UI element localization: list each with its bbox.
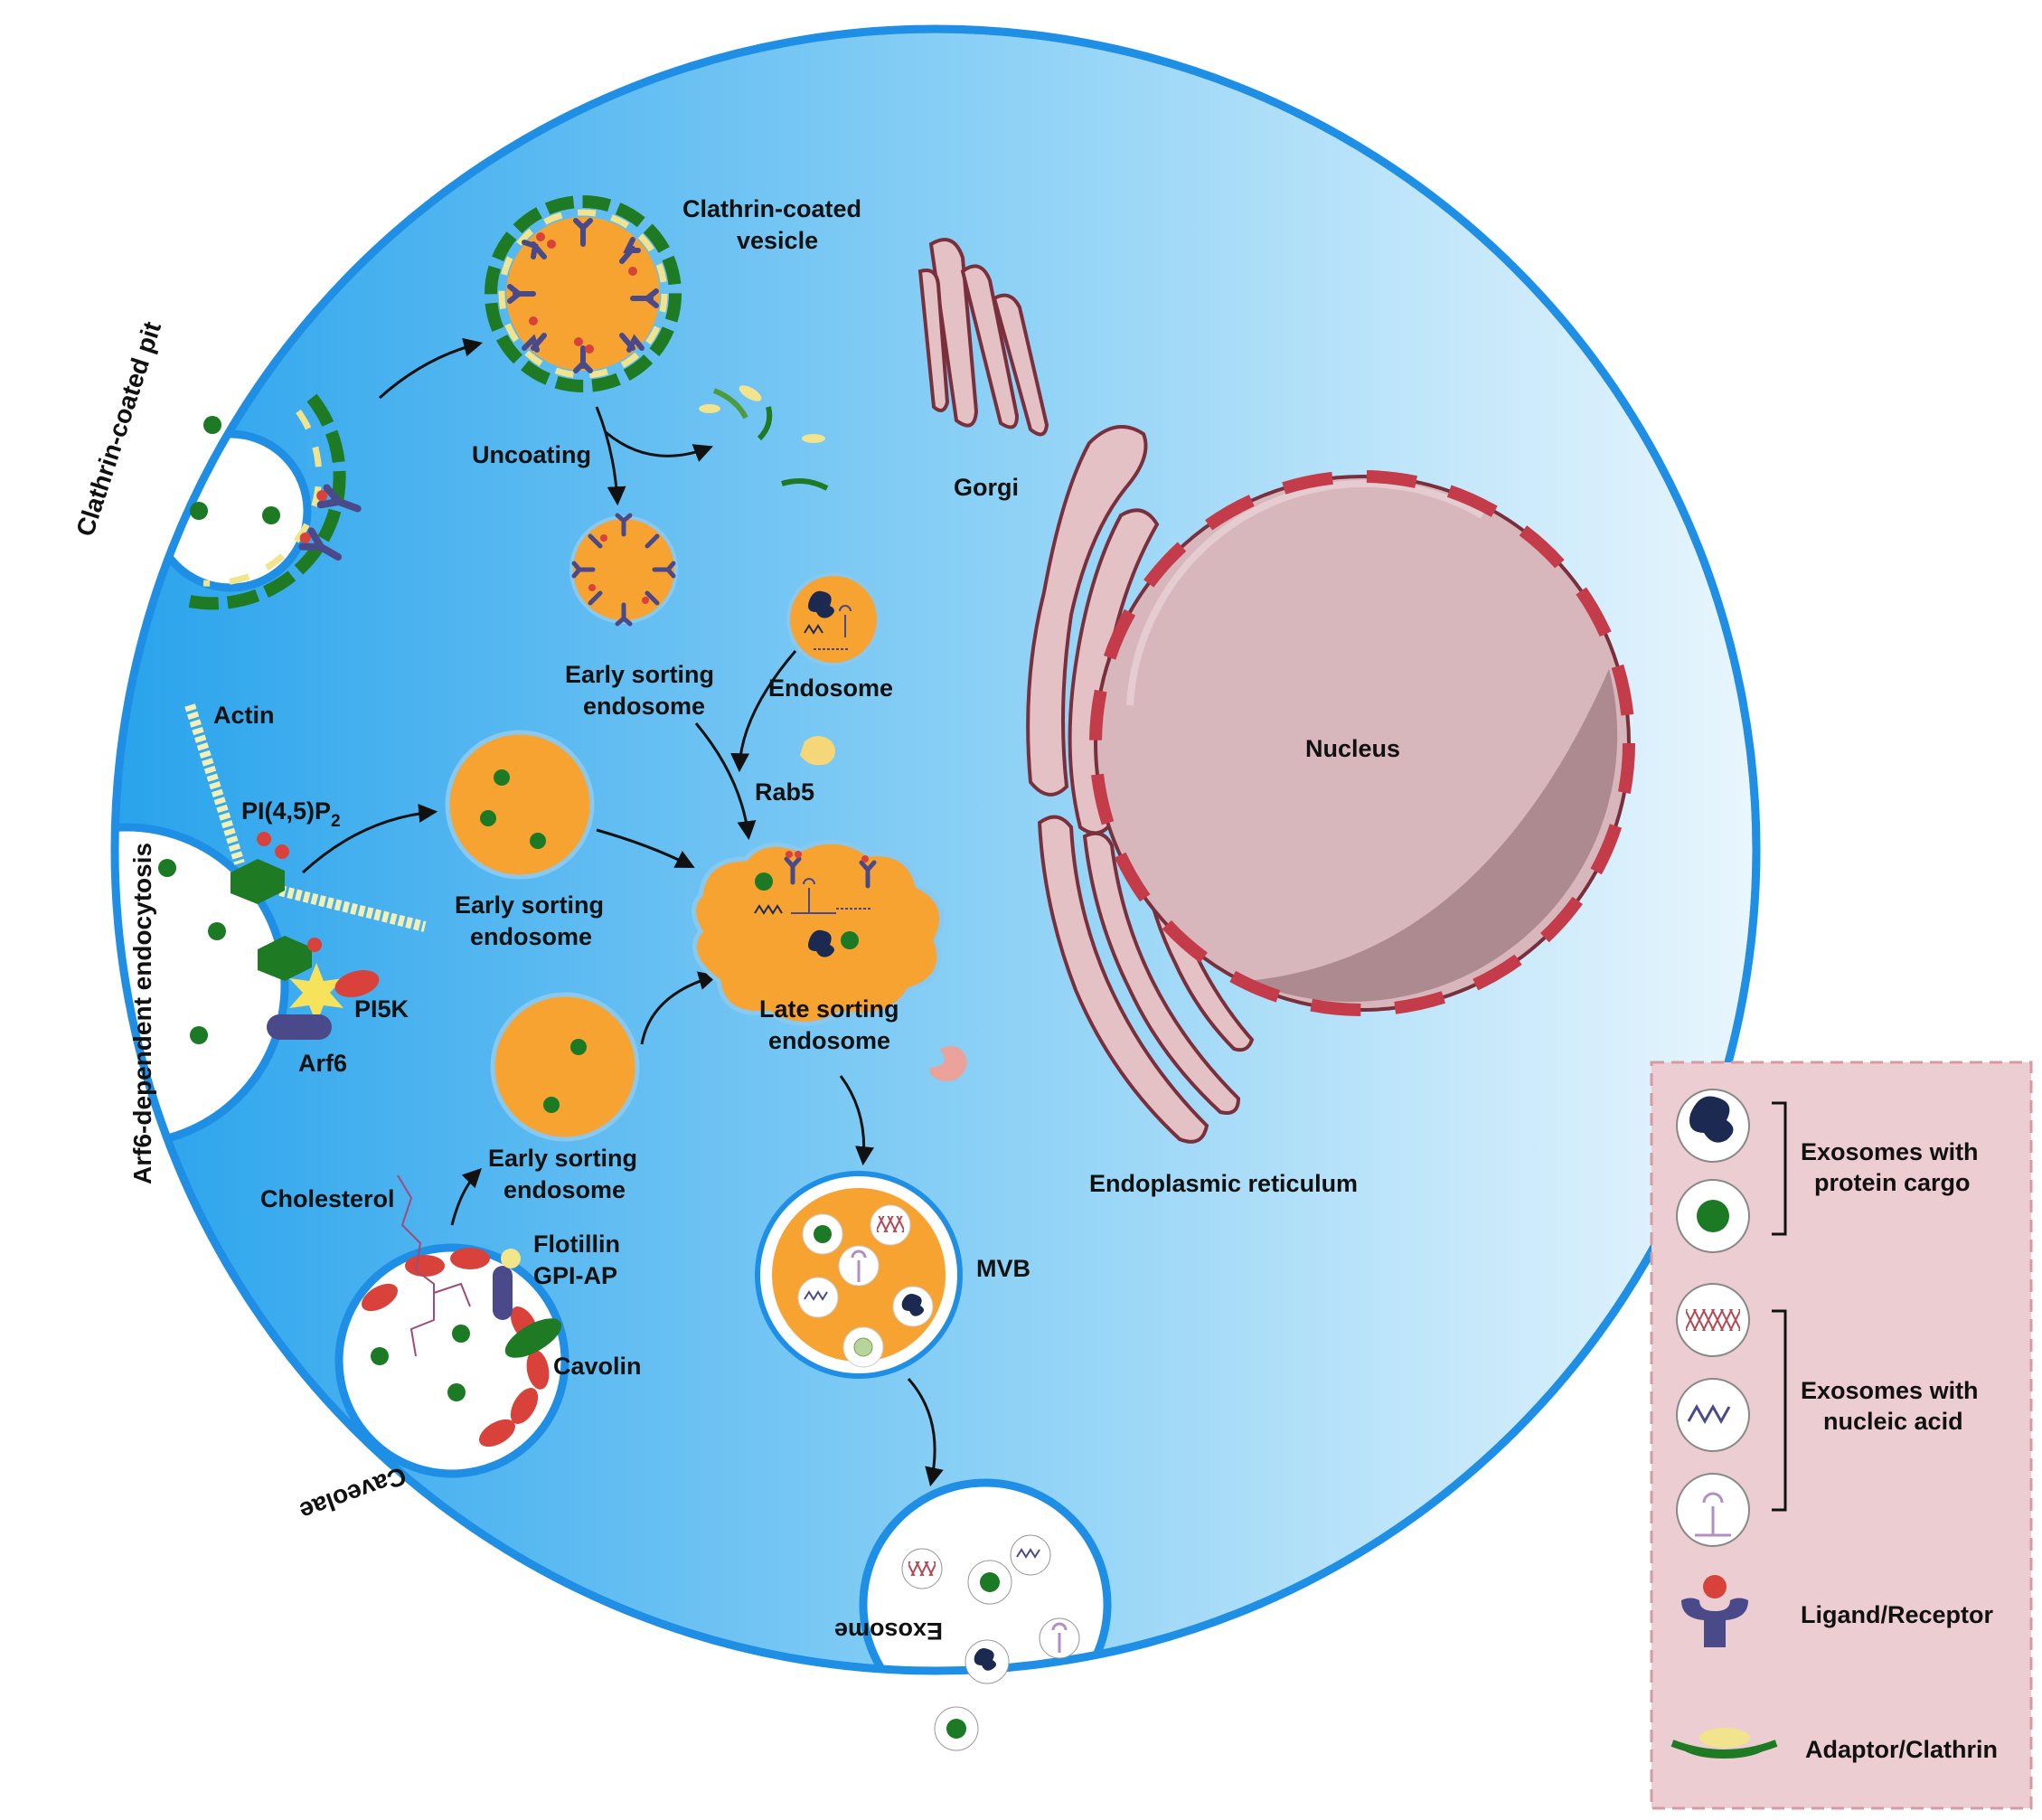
actin-filament bbox=[278, 885, 427, 932]
arrow-to-coat-debris bbox=[605, 430, 713, 462]
flotillin-label: Flotillin bbox=[533, 1231, 620, 1258]
clathrin-coated-vesicle-label-1: Clathrin-coated bbox=[682, 195, 861, 222]
arf6-endocytosis: Actin PI(4,5)P2 PI5K Arf6 Arf6-dependent… bbox=[128, 702, 427, 1184]
cargo-dot bbox=[190, 1026, 208, 1044]
rna-icon bbox=[1687, 1403, 1731, 1425]
cargo-dot bbox=[208, 922, 226, 940]
gpi-ap-label: GPI-AP bbox=[533, 1262, 617, 1289]
early-sorting-endosome-label-2: endosome bbox=[470, 923, 592, 950]
arrow-mvb-to-exosome bbox=[907, 1378, 944, 1487]
pi45p2-hexagon bbox=[258, 936, 312, 981]
protein-cargo-icon bbox=[1689, 1096, 1734, 1143]
arrow-endosome-to-late bbox=[730, 650, 797, 773]
mvb-label: MVB bbox=[976, 1255, 1030, 1282]
cargo-dot bbox=[262, 506, 280, 524]
early-sorting-endosome-top: Early sorting endosome bbox=[565, 513, 714, 720]
late-sorting-endosome-label-1: Late sorting bbox=[759, 995, 899, 1023]
golgi: Gorgi bbox=[917, 238, 1049, 501]
pi5k-star bbox=[289, 963, 343, 1023]
ligand-receptor-icon bbox=[298, 527, 343, 561]
late-sorting-endosome: Late sorting endosome bbox=[692, 839, 945, 1054]
mvb: MVB bbox=[755, 1171, 1030, 1379]
nucleus: Nucleus bbox=[1089, 470, 1635, 1016]
actin-filament bbox=[184, 703, 245, 865]
vesicle-adaptor bbox=[498, 209, 668, 379]
pi45p2-label: PI(4,5)P2 bbox=[241, 797, 341, 831]
cholesterol-molecule bbox=[397, 1174, 471, 1357]
nucleus-shade bbox=[1247, 669, 1618, 1002]
arrow-bottom-to-late bbox=[640, 971, 719, 1045]
cargo-dot bbox=[190, 502, 208, 520]
flotillin-protein bbox=[493, 1266, 513, 1320]
cholesterol-label: Cholesterol bbox=[260, 1185, 395, 1212]
nucleus-label: Nucleus bbox=[1305, 735, 1400, 762]
receptor-ring bbox=[507, 218, 659, 373]
arf6-label: Arf6 bbox=[298, 1050, 347, 1077]
legend-adaptor-clathrin: Adaptor/Clathrin bbox=[1805, 1736, 1998, 1763]
arrow-late-to-mvb bbox=[839, 1075, 874, 1166]
nucleus-highlight bbox=[1126, 479, 1485, 706]
clathrin-coat-arc bbox=[188, 393, 346, 610]
vesicle-coat bbox=[485, 195, 682, 392]
adaptor-clathrin-legend-icon bbox=[1670, 1728, 1778, 1759]
early-sorting-endosome-label-1: Early sorting bbox=[488, 1145, 637, 1172]
cavolin-protein bbox=[504, 1318, 562, 1358]
pi45p2-subscript: 2 bbox=[331, 812, 341, 831]
ligand-receptor-icon bbox=[316, 484, 362, 513]
early-sorting-endosome-label-1: Early sorting bbox=[565, 661, 714, 688]
early-sorting-endosome-label-1: Early sorting bbox=[455, 891, 604, 919]
legend-nucleic-acid-2: nucleic acid bbox=[1823, 1408, 1963, 1435]
legend-protein-cargo-2: protein cargo bbox=[1814, 1169, 1971, 1196]
early-sorting-endosome-label-2: endosome bbox=[503, 1176, 626, 1203]
gorgi-label: Gorgi bbox=[954, 474, 1019, 501]
uncoating: Uncoating bbox=[472, 385, 829, 506]
arrow-pit-to-vesicle bbox=[378, 337, 484, 400]
adaptor-arc bbox=[202, 409, 323, 587]
endosome-label: Endosome bbox=[768, 674, 893, 702]
cargo-dot bbox=[158, 859, 176, 877]
early-sorting-endosome-bottom: Early sorting endosome bbox=[488, 992, 640, 1203]
cell-membrane bbox=[110, 24, 1761, 1675]
arrow-middle-to-late bbox=[596, 828, 695, 868]
clathrin-coated-vesicle: Clathrin-coated vesicle bbox=[485, 195, 861, 392]
misc-protein bbox=[929, 1046, 967, 1081]
released-exosomes: Exosome bbox=[834, 1534, 1080, 1751]
cargo-dot bbox=[203, 416, 221, 434]
cargo-dot bbox=[447, 1383, 466, 1401]
arrow-arf6-to-early bbox=[301, 804, 438, 874]
late-sorting-endosome-label-2: endosome bbox=[768, 1027, 890, 1054]
nuclear-envelope-pores bbox=[1089, 470, 1635, 1016]
ligand-receptor-legend-icon bbox=[1681, 1575, 1748, 1647]
ligand-dots bbox=[529, 232, 637, 354]
protein-cargo-dot-icon bbox=[1697, 1200, 1729, 1232]
arrow-caveolae-to-early bbox=[450, 1168, 482, 1226]
arf6-dependent-endocytosis-label: Arf6-dependent endocytosis bbox=[128, 843, 156, 1184]
arf6-protein bbox=[267, 1014, 332, 1040]
pi5k-label: PI5K bbox=[354, 995, 409, 1023]
actin-label: Actin bbox=[213, 702, 275, 729]
cavolin-label: Cavolin bbox=[553, 1353, 642, 1380]
legend: Exosomes with protein cargo Exosomes wit… bbox=[1650, 1061, 2033, 1810]
cargo-dot bbox=[452, 1325, 470, 1343]
legend-ligand-receptor: Ligand/Receptor bbox=[1801, 1601, 1994, 1628]
cargo-dot bbox=[371, 1347, 389, 1365]
rab5-label: Rab5 bbox=[755, 778, 814, 806]
early-sorting-endosome-label-2: endosome bbox=[583, 693, 705, 720]
rab5-protein bbox=[800, 736, 835, 766]
exosome-label: Exosome bbox=[834, 1617, 943, 1645]
pi45p2-hexagon bbox=[231, 859, 285, 904]
uncoating-label: Uncoating bbox=[472, 441, 591, 468]
endosome: Endosome bbox=[768, 572, 893, 702]
early-sorting-endosome-middle: Early sorting endosome bbox=[445, 730, 604, 950]
microrna-icon bbox=[1695, 1492, 1731, 1537]
endoplasmic-reticulum-label: Endoplasmic reticulum bbox=[1089, 1170, 1358, 1197]
dna-icon bbox=[1686, 1309, 1740, 1331]
arrow-early-to-late bbox=[694, 722, 757, 841]
clathrin-coated-vesicle-label-2: vesicle bbox=[737, 227, 818, 254]
legend-nucleic-acid-1: Exosomes with bbox=[1801, 1377, 1979, 1404]
pi5k-protein bbox=[334, 970, 380, 997]
arrow-to-early-endosome bbox=[595, 406, 626, 506]
legend-protein-cargo-1: Exosomes with bbox=[1801, 1138, 1979, 1165]
